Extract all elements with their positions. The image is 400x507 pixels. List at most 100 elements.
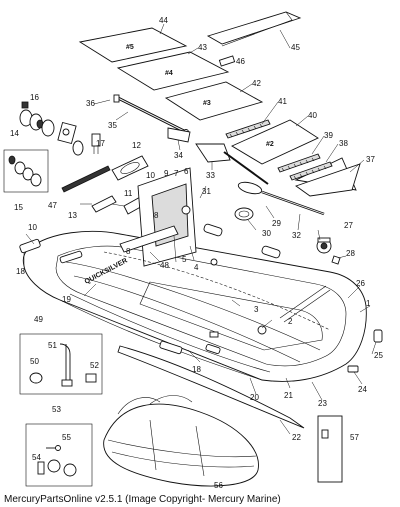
callout-25: 25 [374, 351, 383, 360]
strip-41 [225, 119, 271, 139]
callout-7: 7 [174, 169, 179, 178]
part-24 [347, 365, 359, 373]
callout-43: 43 [198, 43, 207, 52]
callout-5: 5 [182, 255, 187, 264]
motor-mount-27 [316, 237, 332, 254]
callout-9: 9 [164, 169, 169, 178]
floor-panel-5: #5 [78, 27, 188, 63]
part-34 [167, 127, 191, 143]
callout-34: 34 [174, 151, 183, 160]
callout-38: 38 [339, 139, 348, 148]
floor-panel-4-label: #4 [165, 70, 173, 77]
callout-10-left: 10 [28, 223, 37, 232]
o-ring-kit-15 [3, 149, 49, 193]
repair-kit-53 [25, 423, 93, 487]
callout-39: 39 [324, 131, 333, 140]
callout-31: 31 [202, 187, 211, 196]
callout-2: 2 [288, 317, 293, 326]
callout-48: 48 [160, 261, 169, 270]
callout-28: 28 [346, 249, 355, 258]
callout-33: 33 [206, 171, 215, 180]
oar-33 [195, 143, 269, 185]
callout-53: 53 [52, 405, 61, 414]
exploded-view-drawing: #5 #4 #3 #2 #1 [3, 11, 383, 490]
callout-56: 56 [214, 481, 223, 490]
strip-22 [117, 345, 305, 429]
part-13 [91, 195, 117, 213]
part-17 [91, 133, 101, 154]
callout-51: 51 [48, 341, 57, 350]
callout-23: 23 [318, 399, 327, 408]
callout-49: 49 [34, 315, 43, 324]
callout-24: 24 [358, 385, 367, 394]
callout-labels: 44 43 45 46 42 41 40 39 38 37 36 35 34 3… [10, 16, 383, 490]
copyright-footer: MercuryPartsOnline v2.5.1 (Image Copyrig… [4, 494, 281, 505]
callout-13: 13 [68, 211, 77, 220]
callout-15: 15 [14, 203, 23, 212]
leader-lines [23, 23, 377, 435]
part-16 [21, 101, 29, 109]
floor-panel-4: #4 [116, 51, 230, 91]
callout-30: 30 [262, 229, 271, 238]
callout-6: 6 [184, 167, 189, 176]
valve-assembly-14 [19, 109, 84, 156]
strip-47 [61, 165, 111, 193]
callout-29: 29 [272, 219, 281, 228]
callout-12: 12 [132, 141, 141, 150]
callout-42: 42 [252, 79, 261, 88]
callout-50: 50 [30, 357, 39, 366]
inflatable-boat-hull: QUICKSILVER [22, 167, 367, 382]
floor-panel-2-label: #2 [266, 141, 274, 148]
floor-panel-3: #3 [164, 81, 264, 121]
callout-27: 27 [344, 221, 353, 230]
callout-18-lower: 18 [192, 365, 201, 374]
strip-39 [277, 153, 321, 173]
callout-32: 32 [292, 231, 301, 240]
callout-40: 40 [308, 111, 317, 120]
callout-36: 36 [86, 99, 95, 108]
callout-19: 19 [62, 295, 71, 304]
pin-36 [113, 94, 120, 103]
callout-22: 22 [292, 433, 301, 442]
callout-55: 55 [62, 433, 71, 442]
callout-16: 16 [30, 93, 39, 102]
callout-44: 44 [159, 16, 168, 25]
callout-35: 35 [108, 121, 117, 130]
callout-41: 41 [278, 97, 287, 106]
callout-45: 45 [291, 43, 300, 52]
pouch-12 [111, 155, 149, 181]
callout-47: 47 [48, 201, 57, 210]
part-46 [218, 55, 236, 67]
callout-57: 57 [350, 433, 359, 442]
oarlock-30 [234, 207, 254, 221]
callout-21: 21 [284, 391, 293, 400]
callout-52: 52 [90, 361, 99, 370]
floor-panel-2: #2 [231, 119, 319, 165]
floor-panel-5-label: #5 [126, 44, 134, 51]
callout-10: 10 [146, 171, 155, 180]
bag-57 [317, 415, 343, 483]
callout-8: 8 [154, 211, 159, 220]
pad-18 [19, 238, 41, 254]
callout-26: 26 [356, 279, 365, 288]
callout-37: 37 [366, 155, 375, 164]
callout-14: 14 [10, 129, 19, 138]
floor-panel-3-label: #3 [203, 100, 211, 107]
callout-20: 20 [250, 393, 259, 402]
oar-32 [237, 181, 325, 216]
callout-1: 1 [366, 299, 371, 308]
callout-18: 18 [16, 267, 25, 276]
callout-17: 17 [96, 139, 105, 148]
stringer-45 [206, 11, 302, 47]
callout-54: 54 [32, 453, 41, 462]
pad-18-lower [159, 340, 183, 355]
bracket-37 [295, 163, 361, 197]
pump-kit-49 [19, 333, 103, 395]
callout-46: 46 [236, 57, 245, 66]
carry-bag-56 [103, 395, 259, 487]
strip-38 [289, 161, 333, 181]
callout-11: 11 [124, 189, 133, 198]
callout-8-lower: 8 [126, 247, 131, 256]
part-28 [331, 255, 341, 265]
